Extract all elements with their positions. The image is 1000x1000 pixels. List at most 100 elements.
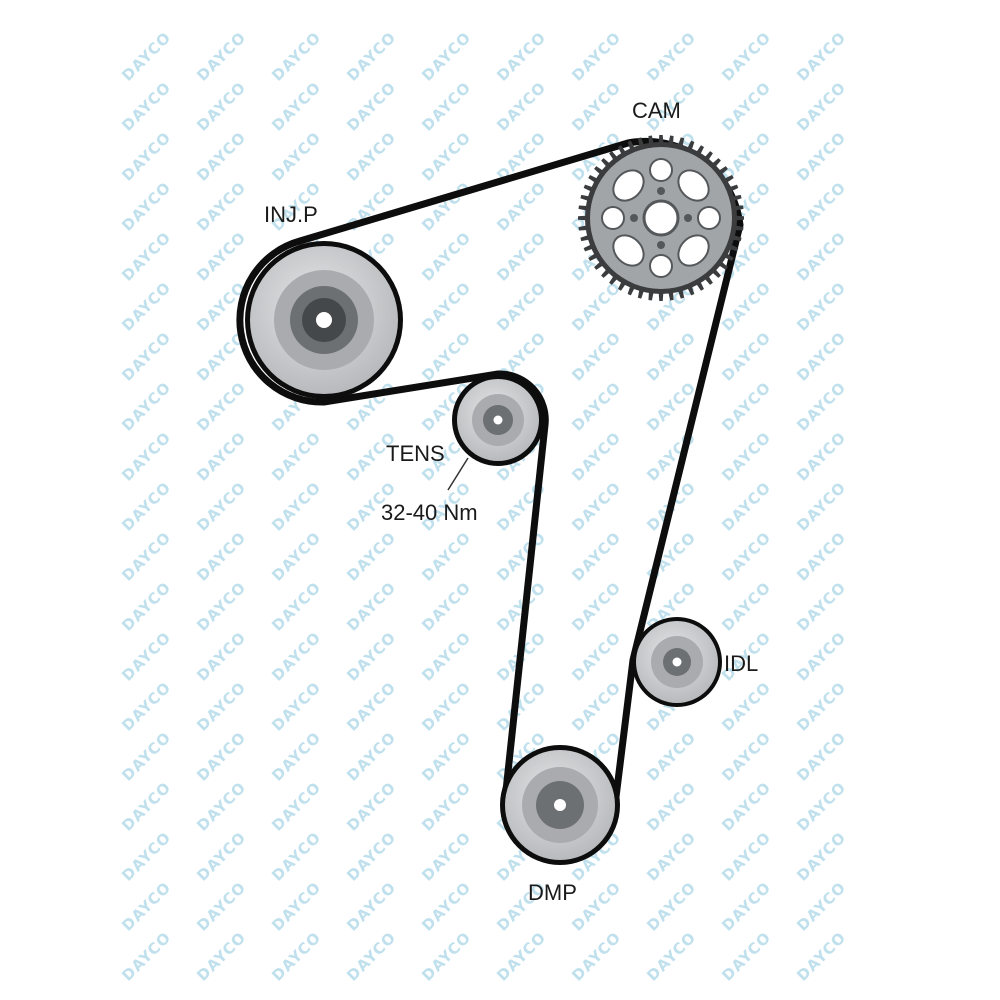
watermark-mark: DAYCO (718, 528, 774, 584)
watermark-mark: DAYCO (118, 828, 174, 884)
label-injection-pump: INJ.P (264, 202, 318, 227)
watermark-mark: DAYCO (418, 128, 474, 184)
sprocket-window (612, 169, 645, 202)
sprocket-hole (649, 254, 673, 278)
watermark-mark: DAYCO (718, 878, 774, 934)
watermark-mark: DAYCO (343, 28, 399, 84)
watermark-mark: DAYCO (193, 828, 249, 884)
watermark-mark: DAYCO (193, 528, 249, 584)
watermark-mark: DAYCO (568, 78, 624, 134)
watermark-mark: DAYCO (493, 28, 549, 84)
watermark-mark: DAYCO (793, 628, 849, 684)
watermark-mark: DAYCO (418, 28, 474, 84)
watermark-mark: DAYCO (268, 128, 324, 184)
watermark-mark: DAYCO (343, 728, 399, 784)
watermark-mark: DAYCO (193, 778, 249, 834)
watermark-mark: DAYCO (643, 928, 699, 984)
watermark-mark: DAYCO (718, 778, 774, 834)
watermark-mark: DAYCO (418, 878, 474, 934)
watermark-mark: DAYCO (718, 578, 774, 634)
watermark-mark: DAYCO (193, 378, 249, 434)
watermark-mark: DAYCO (793, 428, 849, 484)
label-tensioner: TENS (386, 441, 445, 466)
watermark-mark: DAYCO (268, 578, 324, 634)
sprocket-hole (601, 206, 625, 230)
watermark-mark: DAYCO (643, 778, 699, 834)
watermark-mark: DAYCO (568, 628, 624, 684)
sprocket-bolt (630, 214, 638, 222)
watermark-mark: DAYCO (568, 478, 624, 534)
watermark-mark: DAYCO (268, 78, 324, 134)
watermark-mark: DAYCO (193, 228, 249, 284)
sprocket-hole (697, 206, 721, 230)
watermark-mark: DAYCO (793, 678, 849, 734)
label-cam: CAM (632, 98, 681, 123)
watermark-mark: DAYCO (418, 578, 474, 634)
watermark-mark: DAYCO (793, 328, 849, 384)
watermark-mark: DAYCO (268, 728, 324, 784)
watermark-mark: DAYCO (793, 78, 849, 134)
watermark-mark: DAYCO (418, 628, 474, 684)
sprocket-window (677, 234, 710, 267)
watermark-mark: DAYCO (268, 928, 324, 984)
camshaft-sprocket (578, 135, 744, 301)
watermark-mark: DAYCO (343, 828, 399, 884)
watermark-mark: DAYCO (718, 428, 774, 484)
watermark-mark: DAYCO (493, 178, 549, 234)
watermark-mark: DAYCO (193, 928, 249, 984)
watermark-mark: DAYCO (118, 78, 174, 134)
watermark-mark: DAYCO (493, 228, 549, 284)
watermark-mark: DAYCO (268, 678, 324, 734)
watermark-mark: DAYCO (268, 528, 324, 584)
watermark-mark: DAYCO (343, 528, 399, 584)
watermark-mark: DAYCO (568, 578, 624, 634)
watermark-mark: DAYCO (718, 328, 774, 384)
watermark-mark: DAYCO (643, 878, 699, 934)
watermark-mark: DAYCO (568, 28, 624, 84)
watermark-mark: DAYCO (193, 678, 249, 734)
watermark-mark: DAYCO (793, 778, 849, 834)
watermark-mark: DAYCO (118, 578, 174, 634)
watermark-mark: DAYCO (418, 278, 474, 334)
sprocket-hole (649, 158, 673, 182)
watermark-mark: DAYCO (793, 828, 849, 884)
watermark-mark: DAYCO (718, 28, 774, 84)
watermark-mark: DAYCO (718, 78, 774, 134)
watermark-mark: DAYCO (118, 28, 174, 84)
watermark-mark: DAYCO (568, 378, 624, 434)
watermark-mark: DAYCO (193, 878, 249, 934)
label-idler: IDL (724, 651, 758, 676)
watermark-mark: DAYCO (118, 678, 174, 734)
watermark-mark: DAYCO (343, 778, 399, 834)
watermark-mark: DAYCO (793, 728, 849, 784)
watermark-mark: DAYCO (343, 78, 399, 134)
watermark-mark: DAYCO (418, 528, 474, 584)
watermark-mark: DAYCO (118, 728, 174, 784)
watermark-mark: DAYCO (268, 878, 324, 934)
watermark-mark: DAYCO (418, 828, 474, 884)
watermark-mark: DAYCO (193, 628, 249, 684)
sprocket-bolt (684, 214, 692, 222)
watermark-mark: DAYCO (418, 678, 474, 734)
watermark-mark: DAYCO (118, 128, 174, 184)
watermark-mark: DAYCO (493, 928, 549, 984)
torque-leader-line (447, 457, 469, 491)
watermark-mark: DAYCO (793, 228, 849, 284)
watermark-mark: DAYCO (118, 228, 174, 284)
watermark-mark: DAYCO (718, 678, 774, 734)
watermark-mark: DAYCO (643, 728, 699, 784)
watermark-mark: DAYCO (493, 678, 549, 734)
watermark-mark: DAYCO (568, 278, 624, 334)
sprocket-bolt (657, 187, 665, 195)
watermark-mark: DAYCO (643, 28, 699, 84)
watermark-mark: DAYCO (493, 278, 549, 334)
sprocket-window (612, 234, 645, 267)
watermark-mark: DAYCO (568, 428, 624, 484)
watermark-mark: DAYCO (568, 678, 624, 734)
watermark-mark: DAYCO (193, 428, 249, 484)
watermark-mark: DAYCO (193, 178, 249, 234)
watermark-mark: DAYCO (418, 778, 474, 834)
watermark-mark: DAYCO (718, 728, 774, 784)
